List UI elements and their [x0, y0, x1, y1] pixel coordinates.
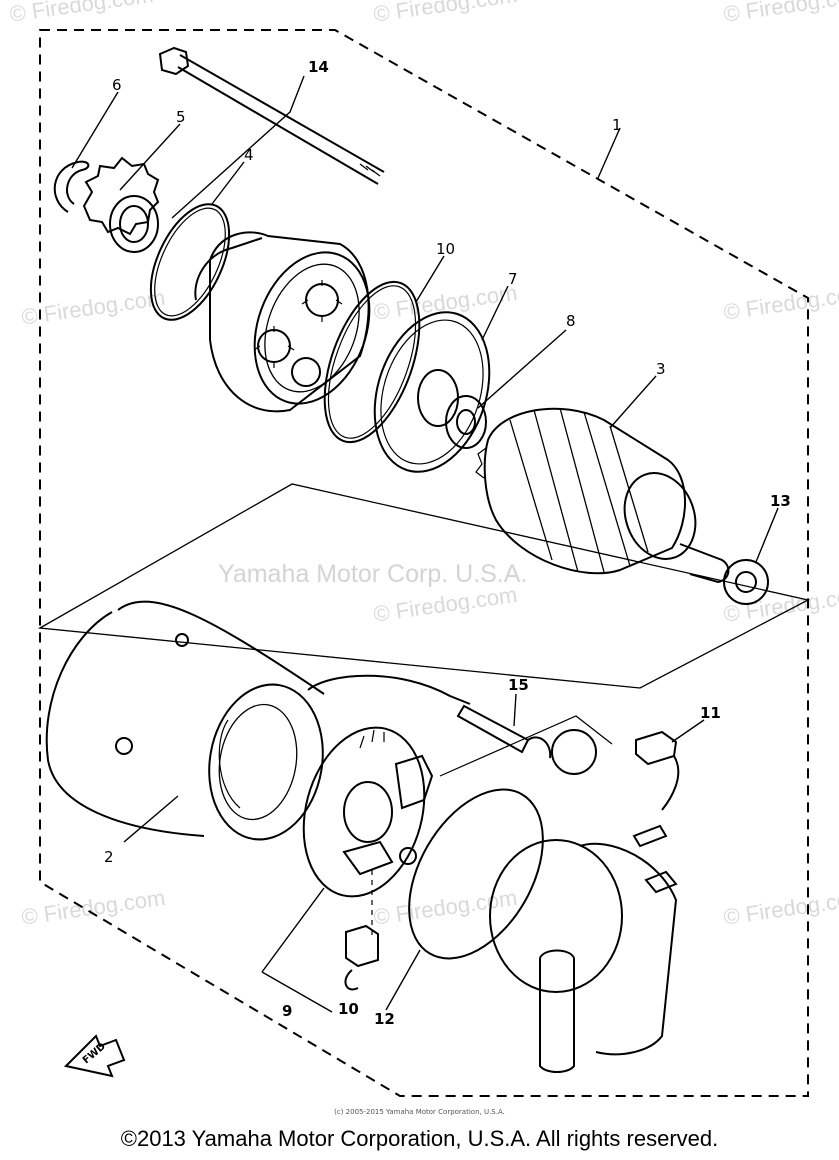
watermark-corp: Yamaha Motor Corp. U.S.A. — [218, 560, 528, 588]
brush-lower — [344, 924, 379, 991]
callout-2: 2 — [104, 848, 114, 866]
callout-13: 13 — [770, 492, 791, 510]
callout-14: 14 — [308, 58, 329, 76]
assembly-boundary — [39, 29, 809, 1097]
leader-2 — [123, 795, 179, 843]
brush-upper — [632, 730, 680, 848]
callout-9: 9 — [282, 1002, 292, 1020]
callout-1: 1 — [612, 116, 622, 134]
armature — [475, 407, 730, 584]
leader-14 — [171, 75, 305, 219]
leader-8 — [477, 329, 567, 409]
callout-10-upper: 10 — [436, 240, 455, 258]
o-ring-front — [149, 203, 231, 321]
callout-4: 4 — [244, 146, 254, 164]
leader-10 — [415, 255, 445, 303]
lead-wire — [307, 674, 597, 775]
leader-13 — [755, 507, 779, 563]
o-ring-middle — [323, 280, 421, 444]
leader-5 — [119, 123, 181, 191]
armature-group-outline — [37, 483, 810, 689]
leader-6 — [71, 91, 119, 169]
yoke-housing — [45, 600, 325, 841]
leader-15 — [513, 693, 517, 727]
thrust-washer — [723, 559, 769, 605]
brush-holder — [302, 726, 434, 898]
rear-cover — [489, 839, 678, 1073]
leader-11 — [671, 719, 705, 743]
leader-4 — [211, 161, 245, 205]
leader-7 — [481, 285, 509, 341]
small-copyright: (c) 2005-2015 Yamaha Motor Corporation, … — [334, 1108, 505, 1116]
front-cover — [194, 231, 371, 413]
callout-7: 7 — [508, 270, 518, 288]
callout-3: 3 — [656, 360, 666, 378]
callout-5: 5 — [176, 108, 186, 126]
fwd-arrow — [63, 1034, 126, 1078]
callout-8: 8 — [566, 312, 576, 330]
pinion-gear — [82, 156, 160, 253]
circlip — [53, 160, 90, 213]
washer — [445, 395, 487, 449]
leader-12 — [385, 949, 421, 1011]
copyright-notice: ©2013 Yamaha Motor Corporation, U.S.A. A… — [120, 1126, 719, 1151]
fwd-label: FWD — [81, 1041, 108, 1066]
leader-1 — [597, 127, 621, 179]
through-bolt — [158, 46, 385, 185]
callout-11: 11 — [700, 704, 721, 722]
leader-3 — [609, 375, 657, 429]
callout-15: 15 — [508, 676, 529, 694]
leader-9 — [261, 971, 333, 1013]
callout-6: 6 — [112, 76, 122, 94]
o-ring-rear — [408, 788, 544, 960]
callout-12: 12 — [374, 1010, 395, 1028]
callout-10-lower: 10 — [338, 1000, 359, 1018]
